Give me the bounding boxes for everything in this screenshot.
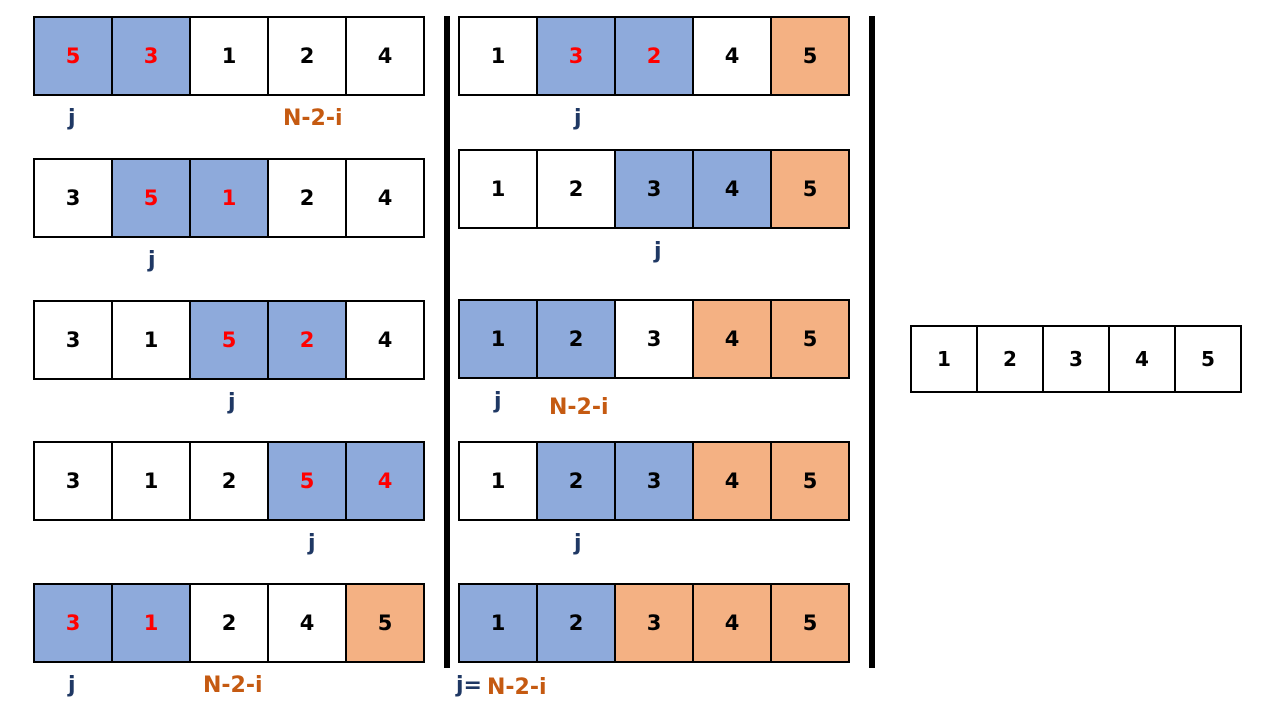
pass2-row-5: 1 2 3 4 5 (458, 583, 850, 663)
pass2-row-4: 1 2 3 4 5 (458, 441, 850, 521)
array-cell: 3 (614, 149, 694, 229)
array-cell: 1 (458, 441, 538, 521)
array-cell: 5 (770, 16, 850, 96)
array-cell: 3 (614, 299, 694, 379)
array-cell: 5 (770, 299, 850, 379)
array-cell: 1 (111, 583, 191, 663)
array-cell: 4 (345, 158, 425, 238)
array-cell: 4 (692, 16, 772, 96)
bound-label: N-2-i (203, 673, 263, 698)
array-cell: 2 (536, 583, 616, 663)
array-cell: 3 (33, 583, 113, 663)
array-cell: 5 (189, 300, 269, 380)
array-cell: 2 (189, 441, 269, 521)
array-cell: 1 (111, 300, 191, 380)
array-cell: 2 (976, 325, 1044, 393)
array-cell: 3 (614, 441, 694, 521)
array-cell: 2 (267, 300, 347, 380)
bound-label: N-2-i (549, 395, 609, 420)
array-cell: 4 (692, 441, 772, 521)
array-cell: 5 (111, 158, 191, 238)
j-pointer-label: j (574, 531, 582, 556)
j-pointer-label: j (228, 390, 236, 415)
array-cell: 4 (345, 300, 425, 380)
array-cell: 1 (458, 583, 538, 663)
pass1-row-3: 3 1 5 2 4 (33, 300, 425, 380)
array-cell: 2 (536, 149, 616, 229)
pass2-row-2: 1 2 3 4 5 (458, 149, 850, 229)
array-cell: 1 (111, 441, 191, 521)
pass1-row-5: 3 1 2 4 5 (33, 583, 425, 663)
array-cell: 4 (345, 441, 425, 521)
array-cell: 1 (189, 158, 269, 238)
array-cell: 4 (692, 149, 772, 229)
array-cell: 4 (345, 16, 425, 96)
array-cell: 3 (614, 583, 694, 663)
array-cell: 1 (458, 16, 538, 96)
array-cell: 2 (614, 16, 694, 96)
array-cell: 1 (458, 299, 538, 379)
array-cell: 5 (33, 16, 113, 96)
j-pointer-label: j (574, 106, 582, 131)
pass1-row-4: 3 1 2 5 4 (33, 441, 425, 521)
pass2-row-3: 1 2 3 4 5 (458, 299, 850, 379)
bound-label: N-2-i (283, 106, 343, 131)
array-cell: 3 (111, 16, 191, 96)
array-cell: 5 (345, 583, 425, 663)
array-cell: 4 (267, 583, 347, 663)
array-cell: 5 (267, 441, 347, 521)
pass1-row-2: 3 5 1 2 4 (33, 158, 425, 238)
array-cell: 3 (536, 16, 616, 96)
array-cell: 5 (770, 441, 850, 521)
array-cell: 1 (910, 325, 978, 393)
array-cell: 2 (536, 299, 616, 379)
array-cell: 2 (267, 158, 347, 238)
j-pointer-label: j (68, 673, 76, 698)
array-cell: 2 (536, 441, 616, 521)
divider-line (444, 16, 450, 668)
array-cell: 5 (770, 149, 850, 229)
array-cell: 3 (33, 300, 113, 380)
pass1-row-1: 5 3 1 2 4 (33, 16, 425, 96)
j-pointer-label: j (654, 239, 662, 264)
pass2-row-1: 1 3 2 4 5 (458, 16, 850, 96)
array-cell: 5 (1174, 325, 1242, 393)
final-sorted-array: 1 2 3 4 5 (910, 325, 1242, 393)
j-pointer-label: j (494, 389, 502, 414)
array-cell: 2 (267, 16, 347, 96)
array-cell: 3 (1042, 325, 1110, 393)
array-cell: 4 (692, 583, 772, 663)
divider-line (869, 16, 875, 668)
bound-label: N-2-i (487, 675, 547, 700)
array-cell: 4 (1108, 325, 1176, 393)
j-pointer-label: j (148, 248, 156, 273)
array-cell: 4 (692, 299, 772, 379)
j-pointer-label: j= (456, 673, 482, 698)
j-pointer-label: j (308, 531, 316, 556)
array-cell: 1 (189, 16, 269, 96)
array-cell: 1 (458, 149, 538, 229)
array-cell: 5 (770, 583, 850, 663)
array-cell: 3 (33, 158, 113, 238)
array-cell: 2 (189, 583, 269, 663)
j-pointer-label: j (68, 106, 76, 131)
array-cell: 3 (33, 441, 113, 521)
